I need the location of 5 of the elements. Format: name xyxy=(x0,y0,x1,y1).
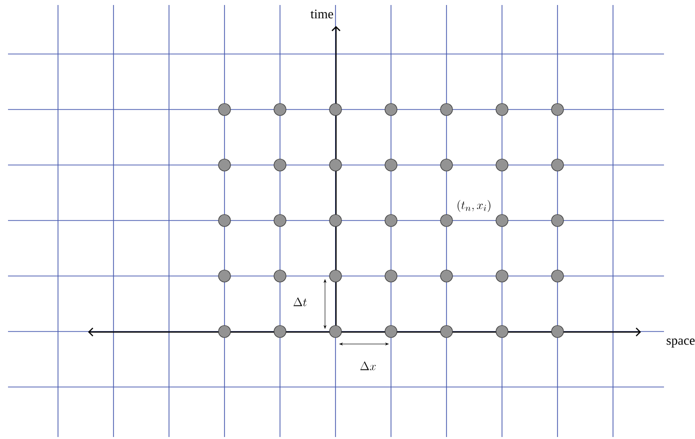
math-label: $\Delta x$ xyxy=(360,362,376,370)
math-label: $(t_n, x_i)$ xyxy=(458,200,490,212)
axis-label: time xyxy=(310,10,334,18)
math-label: $\Delta t$ xyxy=(294,298,307,306)
axis-label: space xyxy=(666,338,695,348)
